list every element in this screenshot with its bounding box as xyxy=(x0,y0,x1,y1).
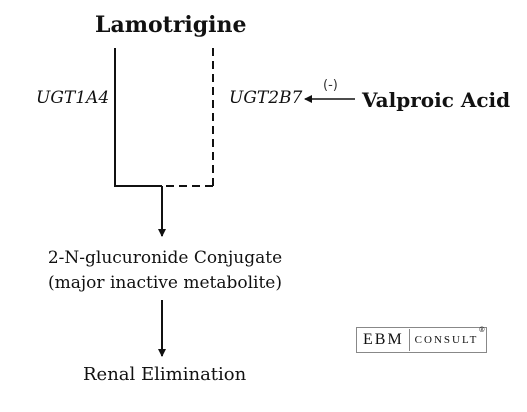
inhibitor-drug-label: Valproic Acid xyxy=(362,88,511,112)
metabolite-label: 2-N-glucuronide Conjugate (major inactiv… xyxy=(30,246,300,296)
metabolite-description: (major inactive metabolite) xyxy=(48,273,282,293)
enzyme-ugt2b7-label: UGT2B7 xyxy=(229,88,303,108)
inhibition-sign: (-) xyxy=(323,78,338,93)
elimination-label: Renal Elimination xyxy=(83,364,247,385)
logo-text-consult: CONSULT xyxy=(414,334,479,346)
drug-title: Lamotrigine xyxy=(95,12,247,38)
metabolite-name: 2-N-glucuronide Conjugate xyxy=(47,248,283,268)
logo-text-ebm: EBM xyxy=(363,329,410,351)
ebm-consult-logo: EBM CONSULT ® xyxy=(356,326,488,353)
enzyme-ugt1a4-label: UGT1A4 xyxy=(36,88,110,108)
registered-mark: ® xyxy=(478,326,486,334)
